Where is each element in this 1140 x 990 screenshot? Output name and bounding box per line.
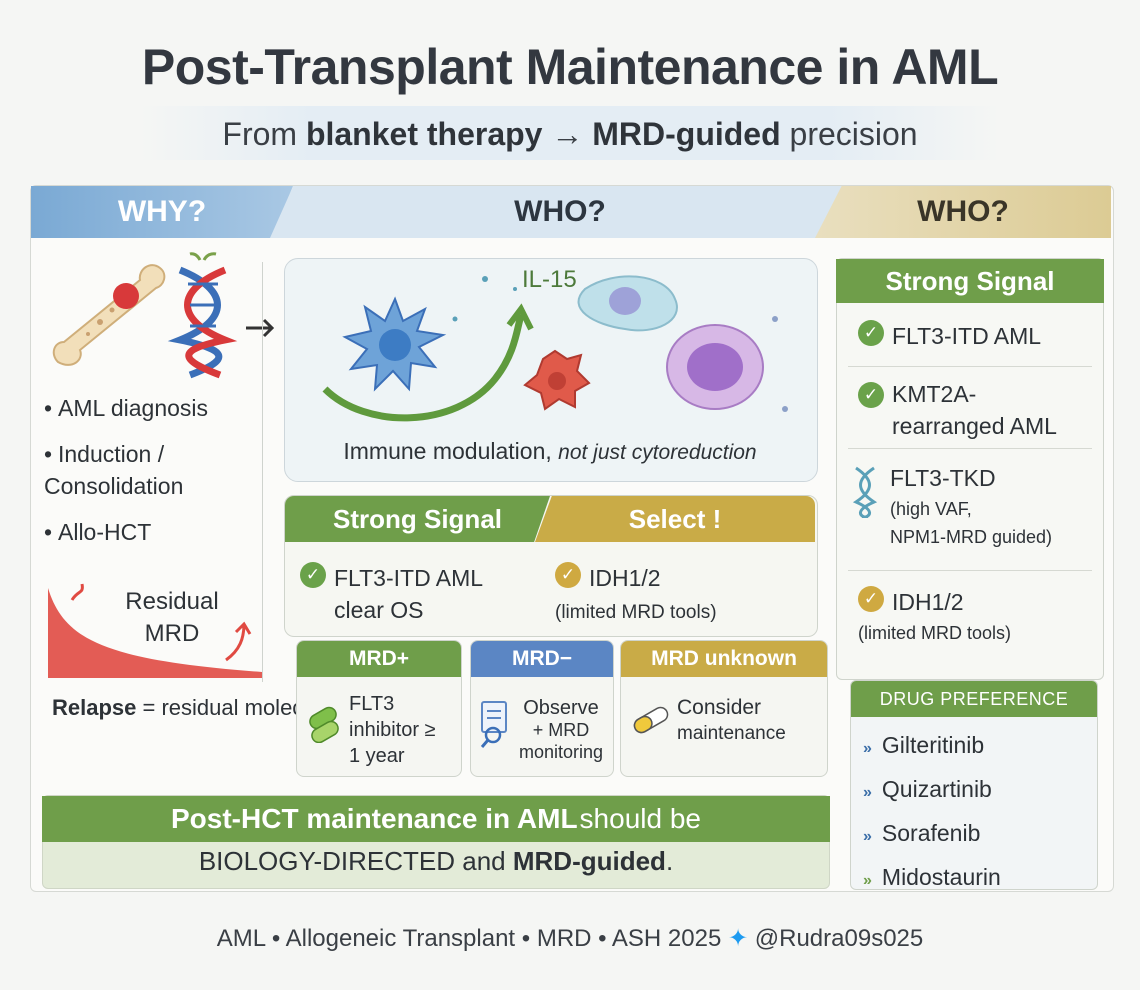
up-arrow-icon bbox=[225, 621, 252, 662]
header-why: WHY? bbox=[31, 186, 293, 238]
t-cell-icon bbox=[666, 324, 764, 410]
pill-icon bbox=[309, 706, 339, 743]
mrd-negative-box: MRD− Observe + MRD monitoring bbox=[470, 640, 614, 777]
strong-signal-header: Strong Signal bbox=[285, 496, 550, 542]
drug-item: »Midostaurin bbox=[863, 864, 1001, 890]
right-item-idh: ✓IDH1/2 (limited MRD tools) bbox=[858, 586, 1011, 646]
subtitle-band bbox=[140, 106, 1000, 160]
mrd-negative-label: MRD− bbox=[471, 641, 613, 677]
residual-mrd-curve bbox=[48, 583, 262, 678]
mrd-unknown-label: MRD unknown bbox=[621, 641, 827, 677]
bone-dna-illustration bbox=[52, 252, 275, 379]
check-icon: ✓ bbox=[858, 586, 884, 612]
right-divider bbox=[848, 366, 1092, 367]
bullet-item: •Allo-HCT bbox=[44, 519, 152, 545]
conclusion-bottom: BIOLOGY-DIRECTED and MRD-guided. bbox=[198, 846, 674, 876]
double-chevron-icon: » bbox=[863, 784, 872, 801]
arrow-right-icon bbox=[246, 318, 275, 338]
select-item: ✓IDH1/2(limited MRD tools) bbox=[555, 562, 810, 629]
dna-icon bbox=[852, 466, 878, 518]
immune-panel bbox=[284, 258, 818, 482]
drug-item: »Quizartinib bbox=[863, 776, 992, 802]
double-chevron-icon: » bbox=[863, 828, 872, 845]
double-chevron-icon: » bbox=[863, 872, 872, 889]
why-bullets: •AML diagnosis •Induction / Consolidatio… bbox=[44, 392, 269, 562]
drug-preference-box: DRUG PREFERENCE »Gilteritinib »Quizartin… bbox=[850, 680, 1098, 890]
drug-item: »Sorafenib bbox=[863, 820, 981, 846]
dendritic-cell-icon bbox=[342, 296, 447, 392]
immune-caption: Immune modulation, not just cytoreductio… bbox=[343, 438, 757, 464]
header-who-center: WHO? bbox=[270, 186, 850, 238]
right-item-kmt2a: ✓KMT2A-rearranged AML bbox=[858, 378, 1057, 442]
right-divider bbox=[848, 448, 1092, 449]
monitoring-icon bbox=[480, 701, 507, 748]
why-divider bbox=[262, 262, 263, 682]
right-item-flt3-itd: ✓FLT3-ITD AML bbox=[858, 320, 1041, 352]
bone-icon bbox=[52, 264, 166, 366]
macrophage-cell-icon bbox=[577, 275, 678, 332]
header-who-right: WHO? bbox=[815, 186, 1111, 238]
mrd-negative-text: Observe + MRD monitoring bbox=[518, 697, 604, 762]
footer: AML • Allogeneic Transplant • MRD • ASH … bbox=[216, 925, 924, 952]
mrd-unknown-box: MRD unknown Consider maintenance bbox=[620, 640, 828, 777]
dna-icon bbox=[167, 252, 238, 379]
mrd-positive-text: FLT3 inhibitor ≥ 1 year bbox=[349, 693, 436, 767]
page-title: Post-Transplant Maintenance in AML bbox=[141, 39, 999, 95]
bullet-item: •AML diagnosis bbox=[44, 395, 209, 421]
select-header: Select ! bbox=[535, 496, 815, 542]
check-icon: ✓ bbox=[858, 382, 884, 408]
right-divider bbox=[848, 570, 1092, 571]
subtitle: From blanket therapy → MRD-guided precis… bbox=[222, 116, 918, 152]
twitter-handle[interactable]: @Rudra09s025 bbox=[754, 925, 924, 952]
capsule-icon bbox=[633, 706, 669, 734]
nk-cell-icon bbox=[523, 349, 591, 411]
double-chevron-icon: » bbox=[863, 740, 872, 757]
check-icon: ✓ bbox=[300, 562, 326, 588]
right-strong-signal-header: Strong Signal bbox=[836, 259, 1104, 303]
immune-cells-illustration bbox=[322, 275, 788, 422]
check-icon: ✓ bbox=[858, 320, 884, 346]
mrd-positive-box: MRD+ FLT3 inhibitor ≥ 1 year bbox=[296, 640, 462, 777]
il15-label: IL-15 bbox=[522, 266, 577, 293]
drug-item: »Gilteritinib bbox=[863, 732, 985, 758]
mrd-positive-label: MRD+ bbox=[297, 641, 461, 677]
mrd-unknown-text: Consider maintenance bbox=[677, 696, 786, 744]
right-item-flt3-tkd: FLT3-TKD (high VAF, NPM1-MRD guided) bbox=[890, 465, 1053, 547]
strong-signal-item: ✓FLT3-ITD AML clear OS bbox=[300, 562, 530, 626]
residual-mrd-label: Residual MRD bbox=[125, 588, 219, 647]
drug-preference-header: DRUG PREFERENCE bbox=[851, 681, 1097, 717]
il15-arrow-icon bbox=[322, 314, 525, 422]
conclusion-top: Post-HCT maintenance in AML should be bbox=[42, 796, 830, 842]
check-icon: ✓ bbox=[555, 562, 581, 588]
twitter-bird-icon: ✦ bbox=[727, 925, 749, 952]
bullet-item: •Induction / Consolidation bbox=[44, 441, 184, 499]
